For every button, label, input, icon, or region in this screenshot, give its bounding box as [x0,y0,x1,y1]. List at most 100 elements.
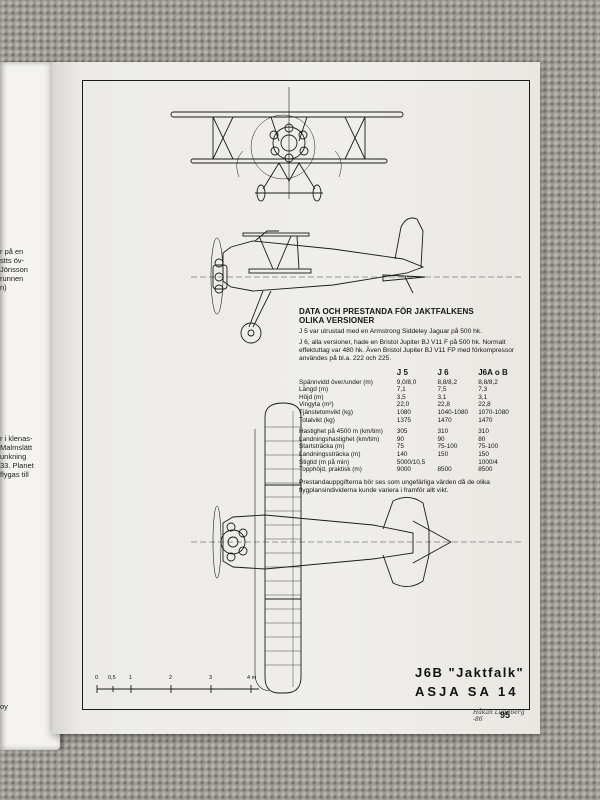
table-header-cell: J 6 [437,368,449,377]
specs-table: J 5 J 6 J6A o B Spännvidd över/under (m)… [299,369,519,474]
table-row: Spännvidd över/under (m) 9,0/8,0 8,8/8,2 8,… [299,379,519,387]
left-page: r på en stts öv- Jönsson runnen n) r i k… [0,62,60,750]
aircraft-title: J6B "Jaktfalk" [415,665,525,680]
paragraph-j6: J 6, alla versioner, hade en Bristol Jup… [299,339,515,362]
table-row: Landningssträcka (m) 140 150 150 [299,451,519,459]
table-header-cell [299,369,397,379]
table-cell: 8500 [478,466,493,474]
scale-label: 2 [169,675,173,681]
table-cell: 75 [396,443,404,451]
table-cell: 75-100 [437,443,458,451]
table-cell: 1080 [396,408,411,416]
scale-bar [96,685,259,693]
aircraft-three-view-drawing [96,87,523,694]
table-cell: 8,8/8,2 [478,378,498,386]
table-row: Stigtid (m på min) 5000/10,5 1000/4 [299,459,519,467]
table-row: Landningshastighet (km/tim) 90 90 80 [299,436,519,444]
table-row-label: Totalvikt (kg) [299,416,335,424]
aircraft-subtitle: ASJA SA 14 [415,684,519,699]
table-row: Totalvikt (kg) 1375 1470 1470 [299,417,519,427]
main-page: 0 0,5 1 2 3 4 m DATA OCH PRESTANDA FÖR J… [52,62,540,734]
left-page-fragment: Jönsson [0,265,28,274]
left-page-fragment: Malmslätt [0,443,33,452]
table-cell: 1040-1080 [437,408,469,416]
section-heading: DATA OCH PRESTANDA FÖR JAKTFALKENS OLIKA… [299,307,519,325]
table-row: Startsträcka (m) 75 75-100 75-100 [299,443,519,451]
table-row-label: Höjd (m) [299,393,324,401]
left-page-fragment: unkning [0,452,27,461]
left-page-fragment: n) [0,283,7,292]
table-header-row: J 5 J 6 J6A o B [299,369,519,379]
table-row-label: Spännvidd över/under (m) [299,378,373,386]
table-row-label: Längd (m) [299,386,329,394]
table-row: Topphöjd, praktisk (m) 9000 8500 8500 [299,466,519,474]
table-cell: 1470 [478,416,493,424]
front-view-drawing [170,87,404,202]
heading-line: DATA OCH PRESTANDA FÖR JAKTFALKENS [299,307,474,316]
table-row-label: Startsträcka (m) [299,443,345,451]
table-row-label: Landningshastighet (km/tim) [299,435,380,443]
table-cell: 75-100 [478,443,499,451]
table-header-cell: J6A o B [478,368,508,377]
scale-label: 0,5 [108,675,116,681]
scale-label: 3 [209,675,213,681]
table-cell: 7,5 [437,386,447,394]
table-cell: 22,8 [478,401,491,409]
table-cell [438,459,479,467]
table-row: Höjd (m) 3,5 3,1 3,1 [299,394,519,402]
table-cell: 90 [396,435,404,443]
table-cell: 310 [478,428,489,436]
table-cell: 22,8 [437,401,450,409]
page-number: 95 [500,710,511,720]
table-row: Tjänstetomvikt (kg) 1080 1040-1080 1070-108… [299,409,519,417]
table-row-label: Vingyta (m²) [299,401,334,409]
table-row: Hastighet på 4500 m (km/tim) 305 310 310 [299,426,519,436]
table-row-label: Landningssträcka (m) [299,450,361,458]
left-page-fragment: stts öv- [0,256,25,265]
heading-line: OLIKA VERSIONER [299,316,375,325]
table-row-label: Tjänstetomvikt (kg) [299,408,353,416]
table-cell: 8,8/8,2 [437,378,458,386]
table-cell: 310 [437,428,449,436]
table-row: Längd (m) 7,1 7,5 7,3 [299,386,519,394]
scale-label: 1 [129,675,133,681]
table-row-label: Topphöjd, praktisk (m) [299,466,362,474]
artist-signature: Håkan Lundberg -86 [473,709,525,723]
table-cell: 305 [396,428,408,436]
scale-label: 4 m [247,675,257,681]
table-cell: 7,3 [478,386,488,394]
left-page-fragment: flygas till [0,470,29,479]
table-cell: 3,1 [478,393,488,401]
page-frame: 0 0,5 1 2 3 4 m DATA OCH PRESTANDA FÖR J… [82,80,530,723]
table-cell: 5000/10,5 [396,458,426,466]
left-page-fragment: oy [0,702,8,711]
table-cell: 3,1 [437,393,447,401]
table-cell: 3,5 [396,393,406,401]
table-cell: 90 [437,435,445,443]
left-page-fragment: r på en [0,247,24,256]
side-view-drawing [191,217,523,344]
left-page-fragment: 33. Planet [0,461,34,470]
table-cell: 1000/4 [478,458,498,466]
table-cell: 1070-1080 [478,408,509,416]
plan-view-drawing [191,402,523,694]
table-cell: 1470 [437,416,452,424]
table-cell: 150 [437,450,449,458]
table-cell: 1375 [396,416,411,424]
table-cell: 140 [396,450,408,458]
table-cell: 9,0/8,0 [396,378,417,386]
left-page-fragment: r i klenas- [0,434,33,443]
table-cell: 80 [478,435,486,443]
table-header-cell: J 5 [396,368,408,377]
table-cell: 150 [478,450,489,458]
table-cell: 9000 [396,466,411,474]
table-row-label: Stigtid (m på min) [299,458,350,466]
data-text-block: DATA OCH PRESTANDA FÖR JAKTFALKENS OLIKA… [299,307,519,495]
scale-label: 0 [95,675,99,681]
table-cell: 7,1 [396,386,406,394]
table-cell: 8500 [437,466,452,474]
table-row-label: Hastighet på 4500 m (km/tim) [299,428,383,436]
left-page-fragment: runnen [0,274,24,283]
paragraph-j5: J 5 var utrustad med en Armstrong Siddel… [299,328,482,335]
